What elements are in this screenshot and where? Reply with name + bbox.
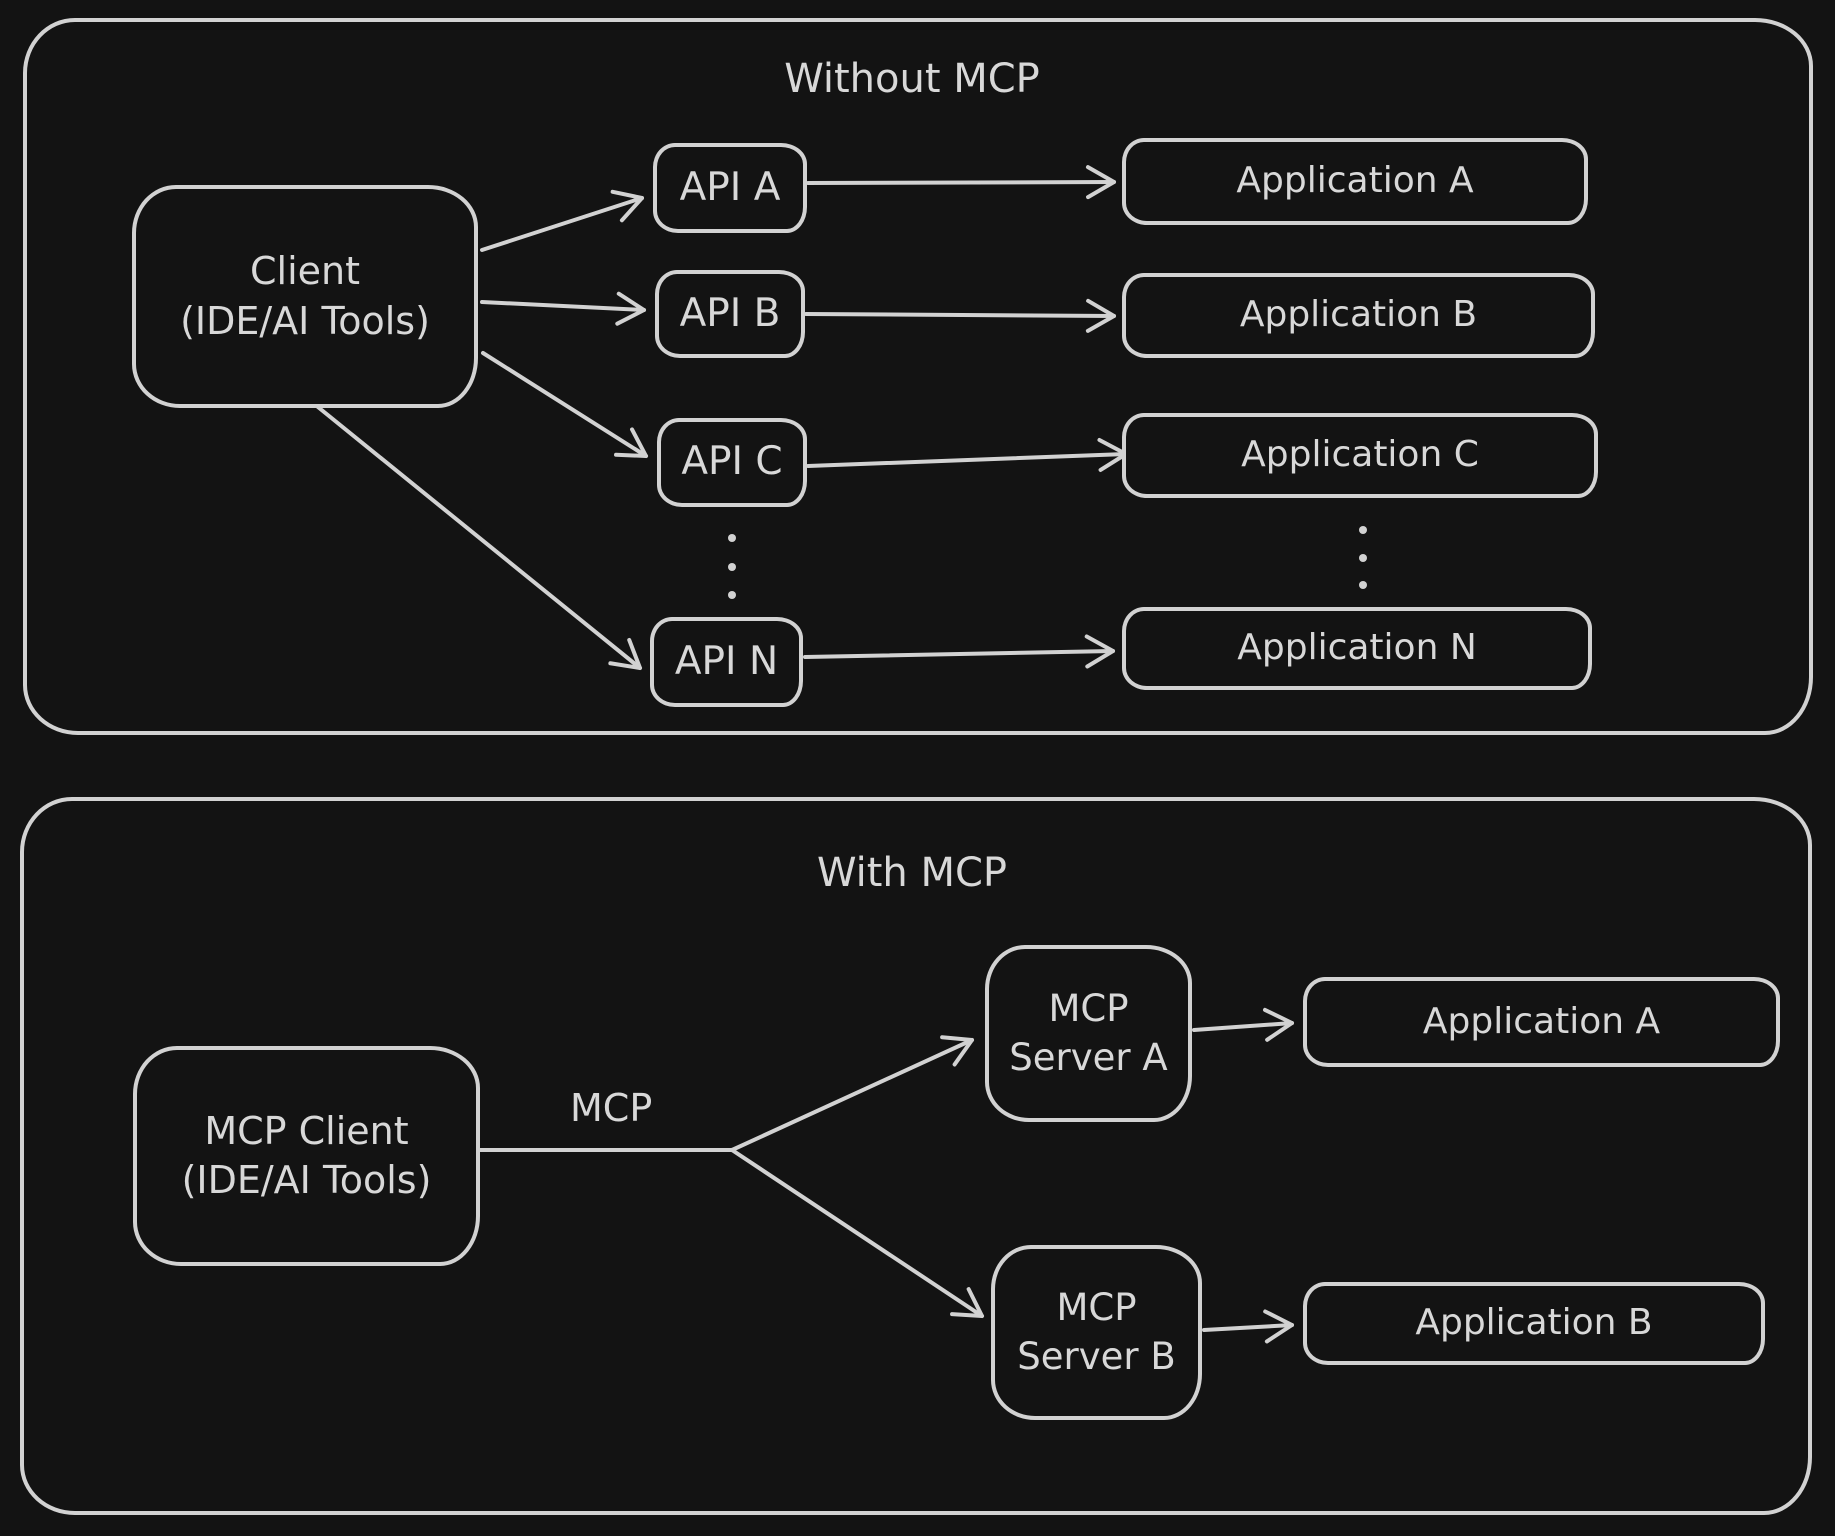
api-c-box: API C [657, 418, 807, 507]
mcp-server-b-label-line2: Server B [1017, 1334, 1176, 1378]
mcp-server-a-label-line1: MCP [1048, 987, 1129, 1031]
mcp-application-a-box: Application A [1303, 977, 1780, 1067]
application-c-label: Application C [1241, 434, 1479, 476]
mcp-client-label-line2: (IDE/AI Tools) [181, 1158, 432, 1202]
api-c-label: API C [681, 439, 783, 485]
client-label-line2: (IDE/AI Tools) [180, 298, 430, 343]
mcp-server-a-box: MCP Server A [985, 945, 1192, 1122]
with-mcp-panel [20, 797, 1812, 1515]
application-b-box: Application B [1122, 273, 1595, 358]
mcp-server-a-label-line2: Server A [1009, 1035, 1168, 1079]
client-box: Client (IDE/AI Tools) [132, 185, 478, 408]
api-b-box: API B [655, 270, 805, 358]
api-a-box: API A [653, 143, 807, 233]
mcp-server-b-label-line1: MCP [1056, 1286, 1137, 1330]
application-c-box: Application C [1122, 413, 1598, 498]
without-mcp-title: Without MCP [784, 56, 1040, 102]
with-mcp-title: With MCP [816, 850, 1008, 896]
client-label-line1: Client [249, 249, 360, 294]
application-a-label: Application A [1236, 160, 1474, 202]
application-a-box: Application A [1122, 138, 1588, 225]
api-b-label: API B [679, 290, 781, 336]
mcp-protocol-label: MCP [570, 1086, 653, 1130]
application-n-label: Application N [1237, 627, 1477, 669]
mcp-application-b-label: Application B [1415, 1302, 1653, 1344]
mcp-application-a-label: Application A [1422, 1000, 1661, 1042]
mcp-client-box: MCP Client (IDE/AI Tools) [133, 1046, 480, 1266]
without-mcp-panel [23, 18, 1813, 735]
api-n-label: API N [674, 638, 779, 684]
mcp-client-label-line1: MCP Client [204, 1108, 409, 1153]
mcp-application-b-box: Application B [1303, 1282, 1765, 1365]
mcp-server-b-box: MCP Server B [991, 1245, 1202, 1420]
application-b-label: Application B [1239, 294, 1478, 336]
api-n-box: API N [650, 617, 803, 707]
api-a-label: API A [679, 164, 781, 210]
application-n-box: Application N [1122, 607, 1592, 690]
